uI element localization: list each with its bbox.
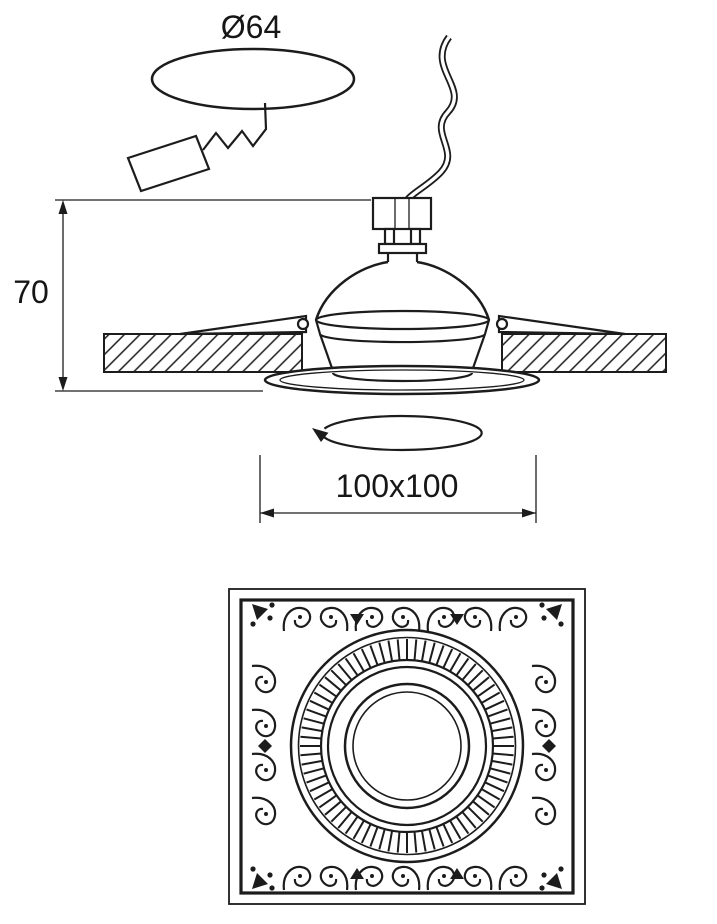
zigzag-arrow bbox=[126, 102, 268, 193]
rotation-indicator bbox=[312, 414, 483, 452]
ceiling-section-right bbox=[501, 333, 667, 373]
cutout-hole-ellipse bbox=[150, 47, 356, 111]
lamp-aperture-ring bbox=[343, 682, 471, 810]
dimension-depth: 70 bbox=[13, 199, 371, 392]
lamp-pin-left bbox=[383, 227, 396, 246]
lamp-body bbox=[314, 242, 491, 344]
lamp-throat-right bbox=[470, 333, 487, 372]
lamp-face-arc bbox=[331, 372, 474, 383]
spring-clip-right bbox=[495, 314, 626, 336]
spring-clip-left bbox=[179, 314, 310, 336]
front-view-plate bbox=[228, 588, 586, 905]
depth-dimension-label: 70 bbox=[13, 274, 49, 310]
hole-diameter-label: Ø64 bbox=[221, 9, 281, 45]
power-cable bbox=[405, 34, 458, 202]
terminal-block bbox=[371, 196, 433, 246]
dimension-cutout: 100x100 bbox=[259, 455, 537, 523]
lamp-pin-right bbox=[409, 227, 422, 246]
plate-outer-border bbox=[228, 588, 586, 905]
trim-ring bbox=[263, 364, 541, 396]
lamp-throat-left bbox=[318, 333, 335, 372]
side-section-view: Ø64 bbox=[13, 9, 667, 523]
ceiling-section-left bbox=[103, 333, 303, 373]
lamp-rim-band bbox=[314, 309, 491, 331]
rotation-arrowhead bbox=[312, 428, 329, 442]
cutout-dimension-label: 100x100 bbox=[336, 468, 459, 504]
fluted-ring bbox=[300, 639, 514, 853]
edge-ornaments bbox=[258, 614, 556, 879]
plate-inner-border bbox=[239, 598, 575, 895]
